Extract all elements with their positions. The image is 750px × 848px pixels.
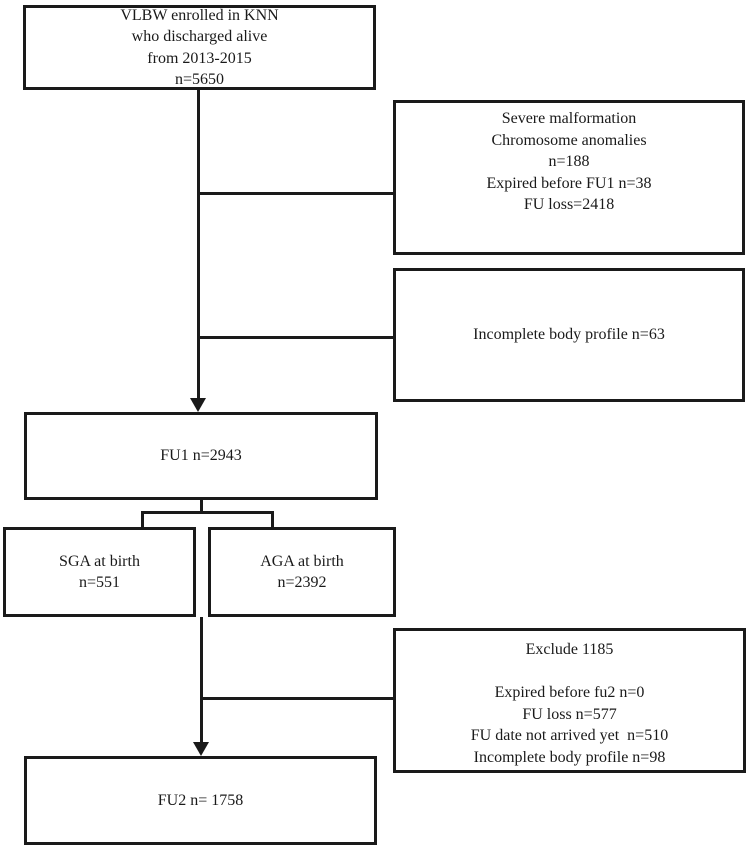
connector-main-vertical <box>197 90 200 398</box>
box-fu1: FU1 n=2943 <box>24 412 378 500</box>
text-line: Expired before FU1 n=38 <box>486 174 652 192</box>
connector-to-exclusion-fu1 <box>199 192 393 195</box>
text-line: Exclude 1185 <box>525 641 614 658</box>
arrowhead-into-fu1 <box>190 398 206 412</box>
text-line: Expired before fu2 n=0 <box>494 684 645 701</box>
box-aga-at-birth: AGA at birth n=2392 <box>208 527 396 617</box>
text-line: VLBW enrolled in KNN <box>120 6 279 24</box>
box-fu2: FU2 n= 1758 <box>24 756 377 845</box>
connector-fu1-stem <box>200 500 203 514</box>
text-line: from 2013-2015 <box>147 49 252 67</box>
box-enrollment: VLBW enrolled in KNN who discharged aliv… <box>23 5 376 90</box>
text-line: FU loss=2418 <box>523 196 615 213</box>
connector-branch-to-sga <box>141 511 144 528</box>
text-line: FU date not arrived yet n=510 <box>470 727 669 744</box>
connector-branch-bar <box>141 511 274 514</box>
text-line: n=5650 <box>174 71 225 88</box>
box-incomplete-body-profile: Incomplete body profile n=63 <box>393 268 745 402</box>
text-line: AGA at birth <box>260 552 344 570</box>
text-line: n=188 <box>548 153 590 170</box>
text-line: SGA at birth <box>59 552 140 570</box>
box-exclusion-before-fu1: Severe malformation Chromosome anomalies… <box>393 100 745 255</box>
text-line: who discharged alive <box>131 28 268 45</box>
text-line: FU1 n=2943 <box>160 447 242 465</box>
text-line: n=2392 <box>277 574 327 591</box>
text-line: Chromosome anomalies <box>491 131 647 149</box>
text-line: Severe malformation <box>501 110 637 127</box>
text-line: n=551 <box>78 574 121 591</box>
text-line: FU loss n=577 <box>522 705 617 723</box>
text-line: FU2 n= 1758 <box>157 791 244 809</box>
connector-to-incomplete-box <box>197 336 393 339</box>
connector-to-exclusion-fu2 <box>201 697 393 700</box>
text-line: Incomplete body profile n=98 <box>473 748 666 766</box>
text-line: Incomplete body profile n=63 <box>473 326 665 344</box>
box-exclusion-before-fu2: Exclude 1185 Expired before fu2 n=0 FU l… <box>393 628 746 773</box>
connector-branch-to-aga <box>271 511 274 528</box>
connector-lower-vertical <box>200 617 203 743</box>
box-sga-at-birth: SGA at birth n=551 <box>3 527 196 617</box>
arrowhead-into-fu2 <box>193 742 209 756</box>
